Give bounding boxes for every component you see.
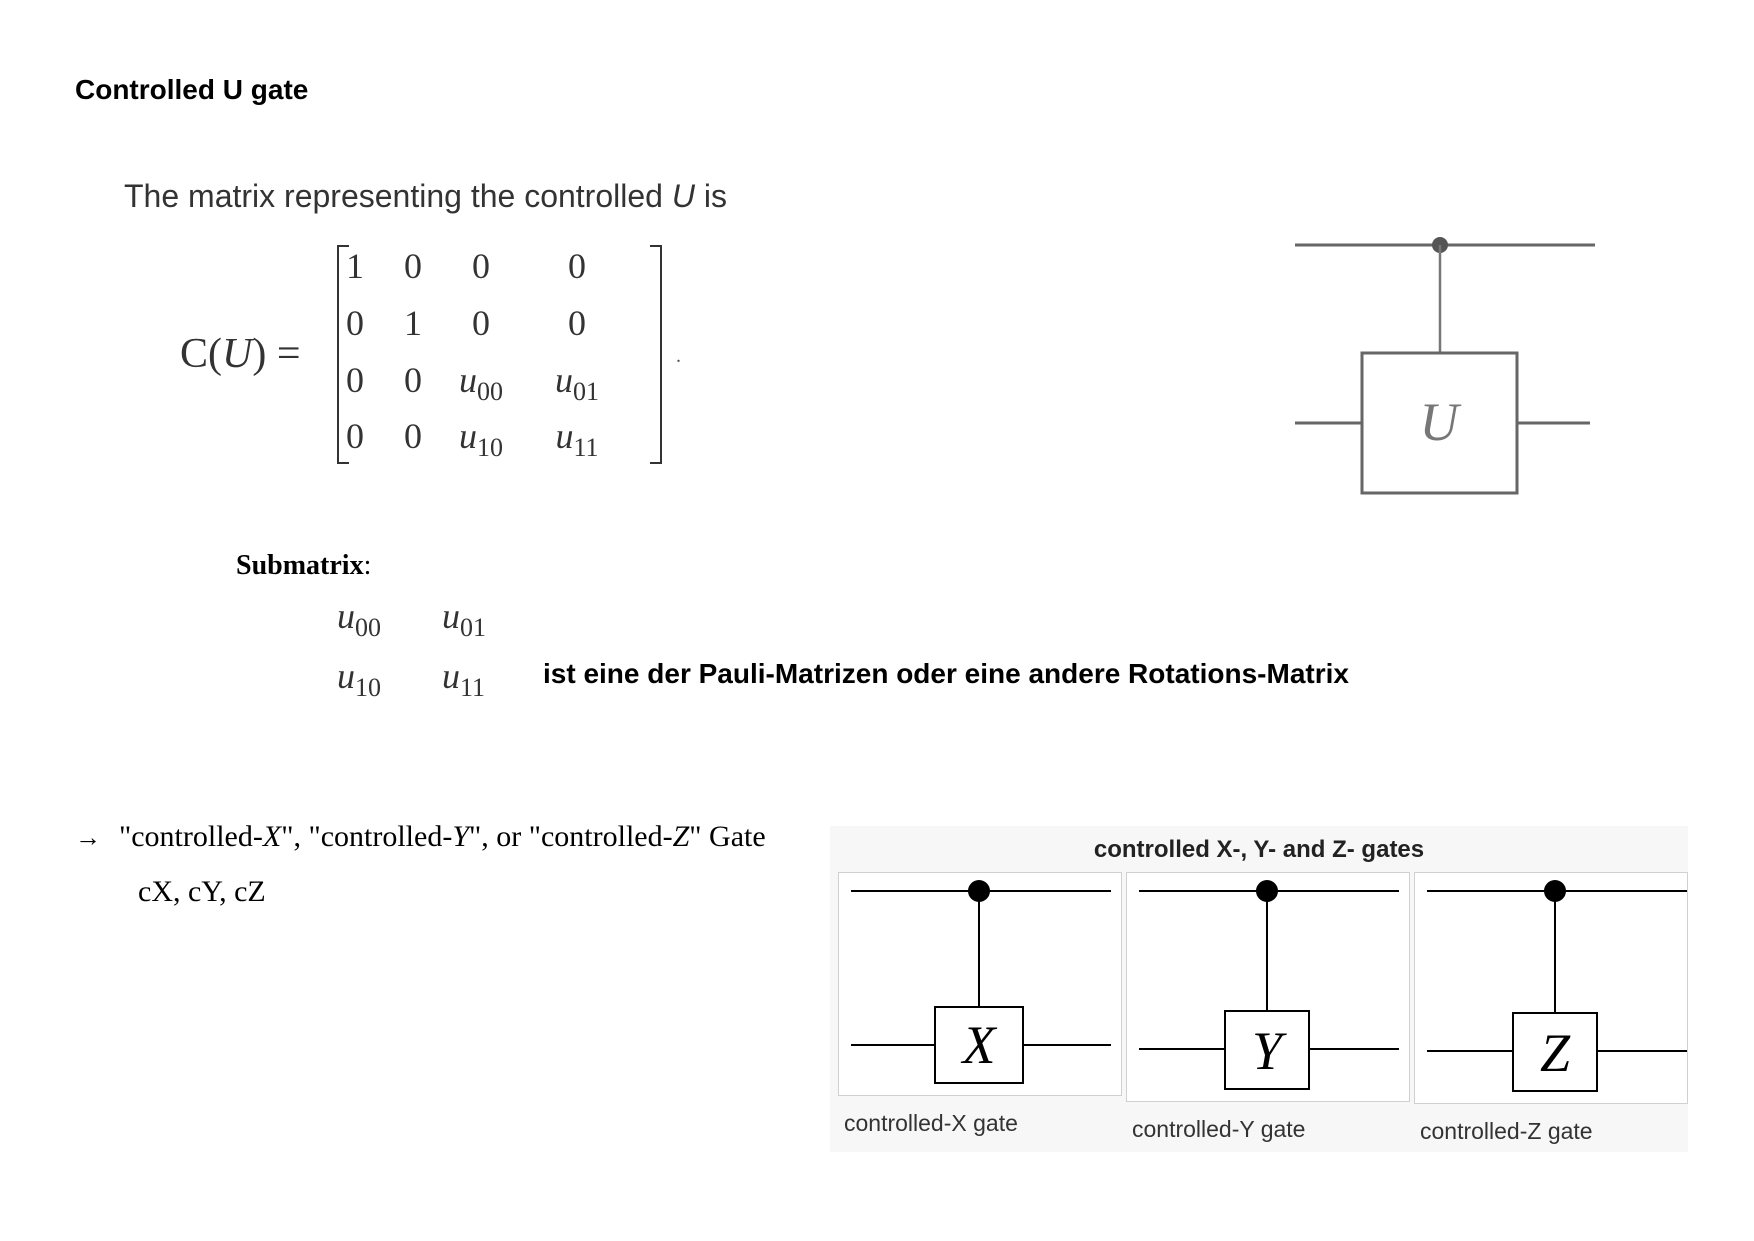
cg-part-2: ", "controlled- <box>281 820 453 853</box>
matrix-cell: 0 <box>346 416 364 456</box>
cz-gate-figure: Z <box>1414 872 1688 1104</box>
matrix-cell: 0 <box>404 416 422 456</box>
submatrix-label: Submatrix: <box>236 550 371 582</box>
cg-part-1: X <box>262 820 282 853</box>
matrix-cell: u01 <box>555 360 599 407</box>
page-title: Controlled U gate <box>75 74 309 105</box>
matrix-cell: u10 <box>459 416 503 463</box>
matrix-cell: 0 <box>568 303 586 343</box>
gate-abbreviations: cX, cY, cZ <box>138 875 266 908</box>
u-gate-box <box>1360 351 1519 495</box>
matrix-cell: u00 <box>459 360 503 407</box>
submatrix-colon: : <box>363 550 372 581</box>
cy-gate-caption: controlled-Y gate <box>1132 1116 1306 1142</box>
matrix-cell: 0 <box>568 246 586 286</box>
matrix-cell: 0 <box>346 303 364 343</box>
matrix-cell: u11 <box>555 416 599 463</box>
cu-label-var: U <box>222 331 253 377</box>
cg-part-4: ", or "controlled- <box>469 820 673 853</box>
submatrix-cell: u00 <box>337 596 381 643</box>
cg-part-0: "controlled- <box>119 820 263 853</box>
cu-label-suffix: ) = <box>252 331 301 377</box>
cy-gate-figure: Y <box>1126 872 1410 1102</box>
u-gate-label: U <box>1420 392 1462 452</box>
pauli-note: ist eine der Pauli-Matrizen oder eine an… <box>543 658 1349 689</box>
cx-gate-figure: X <box>838 872 1122 1096</box>
matrix-trailing-dot: . <box>676 345 681 367</box>
matrix-cell: 0 <box>404 246 422 286</box>
cy-gate-symbol: Y <box>1252 1021 1287 1081</box>
controlled-u-circuit: U <box>1295 237 1595 495</box>
cx-gate-symbol: X <box>961 1015 998 1075</box>
cu-label-prefix: C( <box>180 331 222 377</box>
matrix-cell: 0 <box>472 303 490 343</box>
cx-gate-diagram: X <box>851 880 1111 1084</box>
matrix-cell: 0 <box>472 246 490 286</box>
matrix-right-bracket <box>650 245 662 464</box>
cz-gate-diagram: Z <box>1427 880 1687 1092</box>
matrix-cell: 1 <box>404 303 422 343</box>
gates-panel-title: controlled X-, Y- and Z- gates <box>1093 836 1425 863</box>
matrix-cell: 0 <box>404 360 422 400</box>
matrix-cell: 0 <box>346 360 364 400</box>
cz-gate-caption: controlled-Z gate <box>1420 1118 1593 1144</box>
intro-before: The matrix representing the controlled <box>124 178 672 214</box>
matrix-cell: 1 <box>346 246 364 286</box>
submatrix-label-text: Submatrix <box>236 550 364 581</box>
cg-part-6: " Gate <box>689 820 766 853</box>
cx-gate-caption: controlled-X gate <box>844 1110 1018 1136</box>
controlled-gates-line: → "controlled-X", "controlled-Y", or "con… <box>75 820 766 854</box>
cy-gate-diagram: Y <box>1139 880 1399 1090</box>
cz-gate-symbol: Z <box>1540 1023 1571 1083</box>
controlled-gates-panel: controlled X-, Y- and Z- gates X control… <box>830 826 1688 1152</box>
submatrix-cell: u01 <box>442 596 486 643</box>
intro-after: is <box>694 178 727 214</box>
matrix-intro-text: The matrix representing the controlled U… <box>124 178 727 215</box>
cu-matrix-label: C(U) = <box>180 330 301 378</box>
cg-part-3: Y <box>452 820 469 853</box>
cy-gate-box <box>1224 1010 1310 1090</box>
arrow-icon: → <box>75 823 101 852</box>
submatrix-cell: u11 <box>442 656 486 703</box>
matrix-left-bracket <box>337 245 349 464</box>
submatrix-cell: u10 <box>337 656 381 703</box>
cz-gate-box <box>1512 1012 1598 1092</box>
cg-part-5: Z <box>672 820 690 853</box>
intro-var: U <box>671 178 695 214</box>
